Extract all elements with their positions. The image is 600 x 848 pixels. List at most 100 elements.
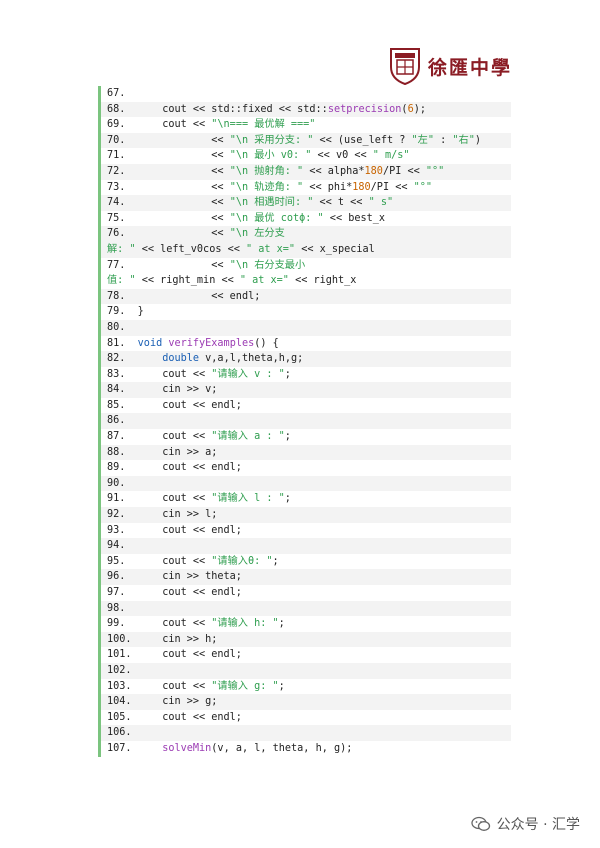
code-line: 99. cout << "请输入 h: ";	[101, 616, 511, 632]
line-number: 107.	[107, 742, 138, 754]
code-token: cout <<	[137, 368, 212, 380]
line-number: 75.	[107, 212, 138, 224]
code-line: 92. cin >> l;	[101, 507, 511, 523]
line-number: 101.	[107, 649, 138, 661]
line-number: 86.	[107, 415, 138, 427]
code-token: " at x="	[239, 275, 289, 287]
code-token: ;	[278, 618, 285, 630]
code-token: "\n 采用分支: "	[229, 134, 314, 146]
code-line: 86.	[101, 413, 511, 430]
code-line: 88. cin >> a;	[101, 444, 511, 461]
line-number: 95.	[107, 555, 138, 567]
code-token: << phi*	[303, 181, 353, 193]
code-token: << best_x	[323, 212, 386, 224]
code-token: <<	[137, 259, 230, 271]
code-token: cout <<	[137, 493, 212, 505]
code-token: 180	[364, 165, 383, 177]
code-line: 95. cout << "请输入θ: ";	[101, 554, 511, 570]
code-token: "左"	[411, 134, 434, 146]
code-token: "右"	[452, 134, 475, 146]
code-token: << t <<	[313, 197, 369, 209]
line-number: 68.	[107, 103, 138, 115]
line-number: 105.	[107, 711, 138, 723]
code-token: verifyExamples	[168, 337, 255, 349]
line-number: 100.	[107, 633, 138, 645]
code-token: " s"	[368, 197, 394, 209]
code-token: 180	[352, 181, 371, 193]
code-token: "请输入 h: "	[211, 618, 279, 630]
code-token: "\n 最小 v0: "	[229, 150, 312, 162]
code-token: () {	[254, 337, 279, 349]
code-line: 96. cin >> theta;	[101, 569, 511, 585]
line-number: 77.	[107, 259, 138, 271]
line-number: 102.	[107, 664, 138, 676]
line-number: 71.	[107, 150, 138, 162]
code-token: cout <<	[137, 680, 212, 692]
line-number: 82.	[107, 353, 138, 365]
line-number: 104.	[107, 696, 138, 708]
code-line: 78. << endl;	[101, 288, 511, 305]
school-logo: 徐匯中學	[388, 46, 514, 86]
code-line: 101. cout << endl;	[101, 647, 511, 663]
code-line: 93. cout << endl;	[101, 523, 511, 539]
code-token: double	[162, 353, 200, 365]
code-token: /PI <<	[370, 181, 414, 193]
code-token: cout << endl;	[137, 711, 242, 723]
code-token: "请输入 v : "	[211, 368, 285, 380]
code-token: << alpha*	[303, 165, 365, 177]
code-token: "\n 抛射角: "	[229, 165, 304, 177]
code-token: :	[433, 134, 453, 146]
code-line: 70. << "\n 采用分支: " << (use_left ? "左" : …	[101, 132, 511, 149]
code-token: cout <<	[137, 119, 212, 131]
line-number: 79.	[107, 306, 138, 318]
code-line: 77. << "\n 右分支最小 值: " << right_min << " …	[101, 258, 511, 289]
code-token: << left_v0cos <<	[135, 243, 246, 255]
code-line: 97. cout << endl;	[101, 585, 511, 601]
line-number: 74.	[107, 197, 138, 209]
code-token: /PI <<	[382, 165, 426, 177]
line-number: 99.	[107, 618, 138, 630]
code-token: <<	[137, 165, 230, 177]
code-token: cin >> a;	[137, 446, 218, 458]
line-number: 98.	[107, 602, 138, 614]
code-token: cout << endl;	[137, 587, 242, 598]
school-crest-icon	[390, 48, 420, 85]
school-name: 徐匯中學	[428, 56, 513, 79]
line-number: 81.	[107, 337, 138, 349]
code-token: "请输入 a : "	[211, 431, 285, 443]
code-line: 98.	[101, 600, 511, 617]
line-number: 70.	[107, 134, 138, 146]
code-line: 80.	[101, 319, 511, 336]
line-number: 85.	[107, 399, 138, 411]
line-number: 93.	[107, 524, 138, 536]
code-token: ;	[284, 431, 291, 443]
code-token: " at x="	[246, 243, 296, 255]
code-token: cin >> v;	[137, 384, 218, 396]
code-token: <<	[137, 197, 230, 209]
code-line: 81. void verifyExamples() {	[101, 336, 511, 352]
footer-text: 公众号 · 汇学	[496, 817, 580, 833]
code-token: "请输入 g: "	[211, 680, 279, 692]
code-token: "\n=== 最优解 ==="	[211, 119, 316, 131]
code-token: (v, a, l, theta, h, g);	[211, 742, 353, 754]
code-line: 67.	[101, 86, 511, 102]
code-token: "°"	[413, 181, 433, 193]
code-token: cin >> theta;	[137, 571, 242, 583]
code-token: << right_min <<	[135, 275, 240, 287]
code-line: 90.	[101, 475, 511, 492]
code-line: 102.	[101, 662, 511, 679]
code-token: cin >> g;	[137, 696, 218, 708]
line-number: 76.	[107, 228, 138, 240]
line-number: 103.	[107, 680, 138, 692]
code-listing: 67. 68. cout << std::fixed << std::setpr…	[98, 86, 511, 757]
line-number: 69.	[107, 119, 138, 131]
code-token: }	[137, 306, 144, 318]
code-line: 105. cout << endl;	[101, 710, 511, 726]
code-token: cout << endl;	[137, 524, 242, 536]
code-token: << endl;	[137, 290, 261, 302]
code-line: 104. cin >> g;	[101, 694, 511, 710]
line-number: 96.	[107, 571, 138, 583]
code-token: cout <<	[137, 618, 212, 630]
code-token: << (use_left ?	[313, 134, 412, 146]
code-token: setprecision	[327, 103, 402, 115]
